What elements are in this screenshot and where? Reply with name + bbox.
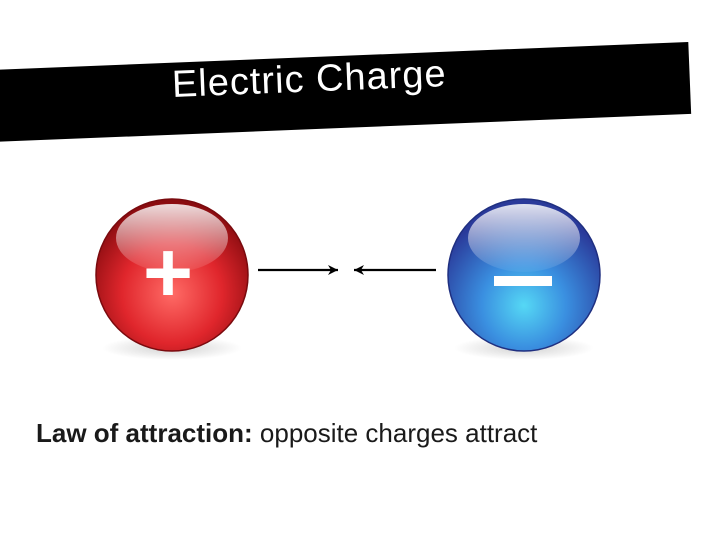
caption-text: opposite charges attract bbox=[259, 418, 538, 448]
negative-symbol bbox=[494, 276, 552, 286]
positive-charge: + bbox=[95, 198, 249, 360]
caption: Law of attraction: opposite charges attr… bbox=[36, 418, 537, 449]
negative-charge bbox=[447, 198, 601, 360]
caption-label: Law of attraction: bbox=[36, 418, 253, 448]
positive-symbol: + bbox=[143, 225, 193, 321]
charge-diagram: + bbox=[95, 198, 601, 360]
